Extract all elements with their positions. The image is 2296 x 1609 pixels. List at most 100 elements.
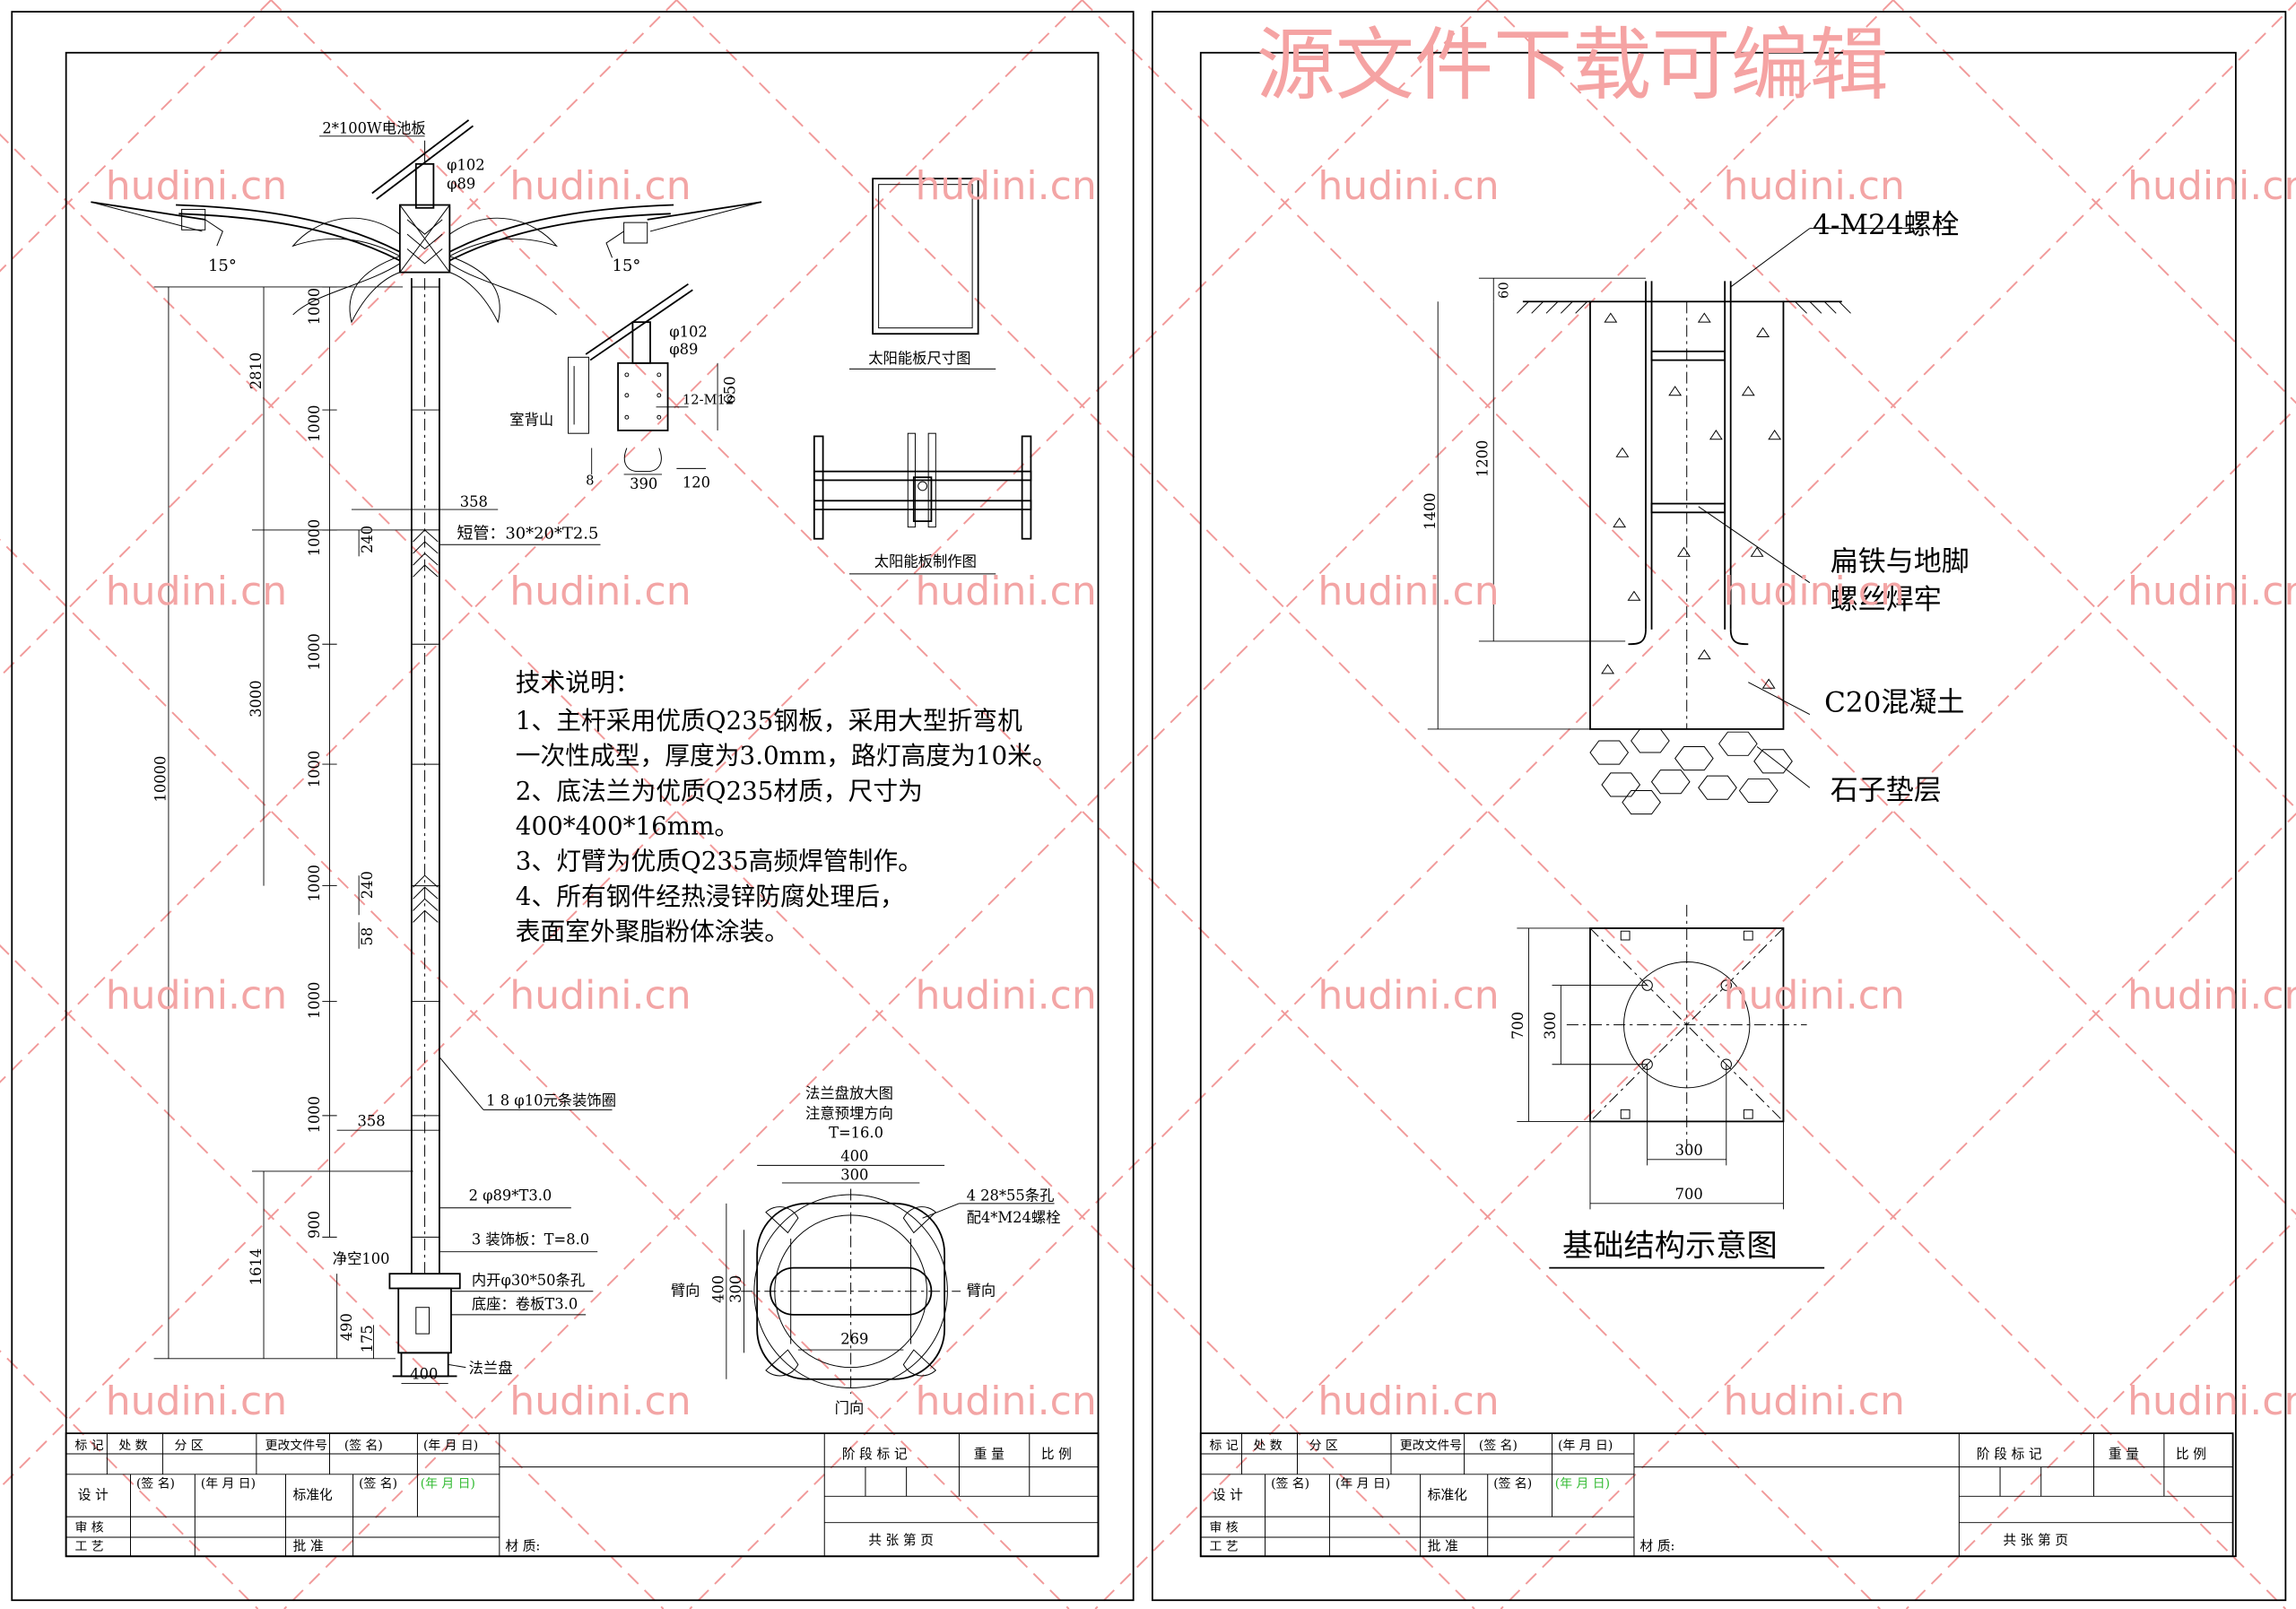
watermark-site-text: hudini.cn	[1724, 973, 1905, 1019]
dim-2810: 2810	[248, 352, 265, 390]
watermark-site-text: hudini.cn	[106, 569, 287, 614]
left-tb-stage: 阶 段 标 记	[842, 1447, 908, 1462]
left-tb-header-0: 标 记	[74, 1439, 103, 1453]
flange-label: 法兰盘	[469, 1360, 513, 1377]
tech-note-line-4: 400*400*16mm。	[516, 811, 739, 840]
left-tb-header-1: 处 数	[118, 1439, 147, 1453]
watermark-site-text: hudini.cn	[915, 973, 1096, 1019]
left-tb-header-4: (签 名)	[344, 1438, 383, 1453]
panel-frame-drawing	[813, 432, 1032, 575]
right-tb-standard: 标准化	[1428, 1488, 1467, 1503]
watermark-site-text: hudini.cn	[1724, 163, 1905, 209]
right-tb-design: 设 计	[1213, 1488, 1243, 1503]
left-tb-date1: (年 月 日)	[201, 1477, 256, 1492]
dim-10000: 10000	[152, 756, 170, 803]
flange-dim-269: 269	[840, 1331, 868, 1348]
foundation-dim-1400: 1400	[1422, 492, 1439, 530]
dim-490: 490	[338, 1313, 355, 1341]
dim-seg-5: 1000	[306, 751, 323, 788]
dim-seg-9: 900	[306, 1211, 323, 1239]
bracket-bolts: 12-M12	[683, 393, 734, 408]
watermark-banner: 源文件下载可编辑	[1257, 19, 1889, 111]
inner-hole-label: 内开φ30*50条孔	[472, 1272, 585, 1289]
watermark-site-text: hudini.cn	[1318, 569, 1499, 614]
watermark-site-text: hudini.cn	[2127, 973, 2296, 1019]
watermark-site-text: hudini.cn	[1318, 163, 1499, 209]
left-tb-weight: 重 量	[974, 1447, 1004, 1462]
foundation-bolts-label: 4-M24螺栓	[1813, 209, 1959, 241]
bracket-dim-120: 120	[683, 474, 710, 491]
dim-358-top: 358	[460, 493, 488, 510]
dim-240-top: 240	[359, 526, 376, 553]
plan-dim-700-bottom: 700	[1675, 1186, 1703, 1203]
dim-seg-3: 1000	[306, 519, 323, 557]
dim-seg-4: 1000	[306, 633, 323, 671]
left-tb-design: 设 计	[78, 1488, 109, 1503]
pole-elevation	[91, 119, 762, 1378]
foundation-section	[1427, 228, 1951, 815]
tech-notes: 技术说明： 1、主杆采用优质Q235钢板，采用大型折弯机 一次性成型，厚度为3.…	[516, 667, 1057, 946]
right-tb-weight: 重 量	[2109, 1447, 2139, 1462]
bracket-pipe-2: φ89	[669, 341, 698, 358]
flange-dim-300-top: 300	[840, 1167, 868, 1184]
right-tb-craft: 工 艺	[1210, 1540, 1239, 1554]
bracket-detail	[568, 283, 718, 475]
flange-slots: 4 28*55条孔	[967, 1187, 1055, 1205]
tech-note-line-1: 1、主杆采用优质Q235钢板，采用大型折弯机	[516, 706, 1022, 735]
left-tb-scale: 比 例	[1041, 1447, 1072, 1462]
arm-angle-left: 15°	[208, 257, 237, 275]
flange-detail	[726, 1164, 1055, 1395]
panel-size-drawing	[848, 178, 996, 370]
plan-dim-300-left: 300	[1542, 1012, 1559, 1039]
top-pipe-dia-1: φ102	[447, 156, 485, 173]
right-tb-review: 审 核	[1210, 1520, 1239, 1535]
flange-title-3: T=16.0	[829, 1124, 883, 1141]
tech-note-line-3: 2、底法兰为优质Q235材质，尺寸为	[516, 776, 923, 805]
plan-dim-700-left: 700	[1509, 1012, 1526, 1039]
right-tb-sign2: (签 名)	[1493, 1476, 1532, 1492]
watermark-site-text: hudini.cn	[2127, 569, 2296, 614]
flange-bolts: 配4*M24螺栓	[967, 1209, 1061, 1226]
watermark-site-text: hudini.cn	[106, 163, 287, 209]
dim-seg-1: 1000	[306, 288, 323, 326]
gravel-label: 石子垫层	[1831, 774, 1942, 806]
right-tb-header-3: 更改文件号	[1400, 1439, 1462, 1453]
dim-1614: 1614	[248, 1248, 265, 1286]
tech-notes-title: 技术说明：	[516, 667, 640, 697]
flange-arm-dir-right: 臂向	[967, 1283, 996, 1300]
left-tb-review: 审 核	[74, 1520, 103, 1535]
flange-title-2: 注意预埋方向	[805, 1105, 893, 1122]
title-blocks: 标 记处 数分 区更改文件号(签 名)(年 月 日)设 计(签 名)(年 月 日…	[65, 1432, 2234, 1558]
bracket-dim-390: 390	[630, 475, 657, 492]
foundation-plan	[1517, 904, 1825, 1269]
panel-size-caption: 太阳能板尺寸图	[868, 350, 970, 367]
watermark-site-text: hudini.cn	[106, 1379, 287, 1424]
top-pipe-dia-2: φ89	[447, 176, 475, 193]
bracket-dim-650: 650	[722, 376, 739, 404]
dim-240-mid: 240	[359, 871, 376, 899]
right-tb-sheets: 共 张 第 页	[2003, 1532, 2068, 1548]
watermark-site-text: hudini.cn	[509, 569, 691, 614]
left-tb-approve: 批 准	[293, 1539, 324, 1554]
right-tb-sign1: (签 名)	[1271, 1476, 1309, 1492]
watermark-site-text: hudini.cn	[2127, 163, 2296, 209]
right-tb-material: 材 质:	[1639, 1539, 1674, 1554]
flange-title-1: 法兰盘放大图	[805, 1084, 893, 1101]
callout-1: 1 8 φ10元条装饰圈	[486, 1092, 616, 1109]
right-sheet-inner-border	[1199, 51, 2237, 1558]
right-title-block: 标 记处 数分 区更改文件号(签 名)(年 月 日)设 计(签 名)(年 月 日…	[1199, 1432, 2234, 1558]
watermark-site-text: hudini.cn	[1318, 1379, 1499, 1424]
flange-dim-300-left: 300	[727, 1275, 744, 1303]
left-tb-craft: 工 艺	[74, 1540, 103, 1554]
flat-iron-label-2: 螺丝焊牢	[1831, 584, 1942, 616]
dim-seg-8: 1000	[306, 1096, 323, 1134]
short-pipe-label: 短管：30*20*T2.5	[457, 525, 599, 544]
tech-note-line-5: 3、灯臂为优质Q235高频焊管制作。	[516, 847, 923, 876]
watermark-site-text: hudini.cn	[509, 973, 691, 1019]
left-tb-sign1: (签 名)	[136, 1476, 175, 1492]
flange-dim-400-left: 400	[710, 1275, 727, 1303]
right-tb-stage: 阶 段 标 记	[1977, 1447, 2042, 1462]
watermark-site-text: hudini.cn	[2127, 1379, 2296, 1424]
left-title-block: 标 记处 数分 区更改文件号(签 名)(年 月 日)设 计(签 名)(年 月 日…	[65, 1432, 1100, 1558]
right-tb-header-5: (年 月 日)	[1558, 1439, 1613, 1453]
